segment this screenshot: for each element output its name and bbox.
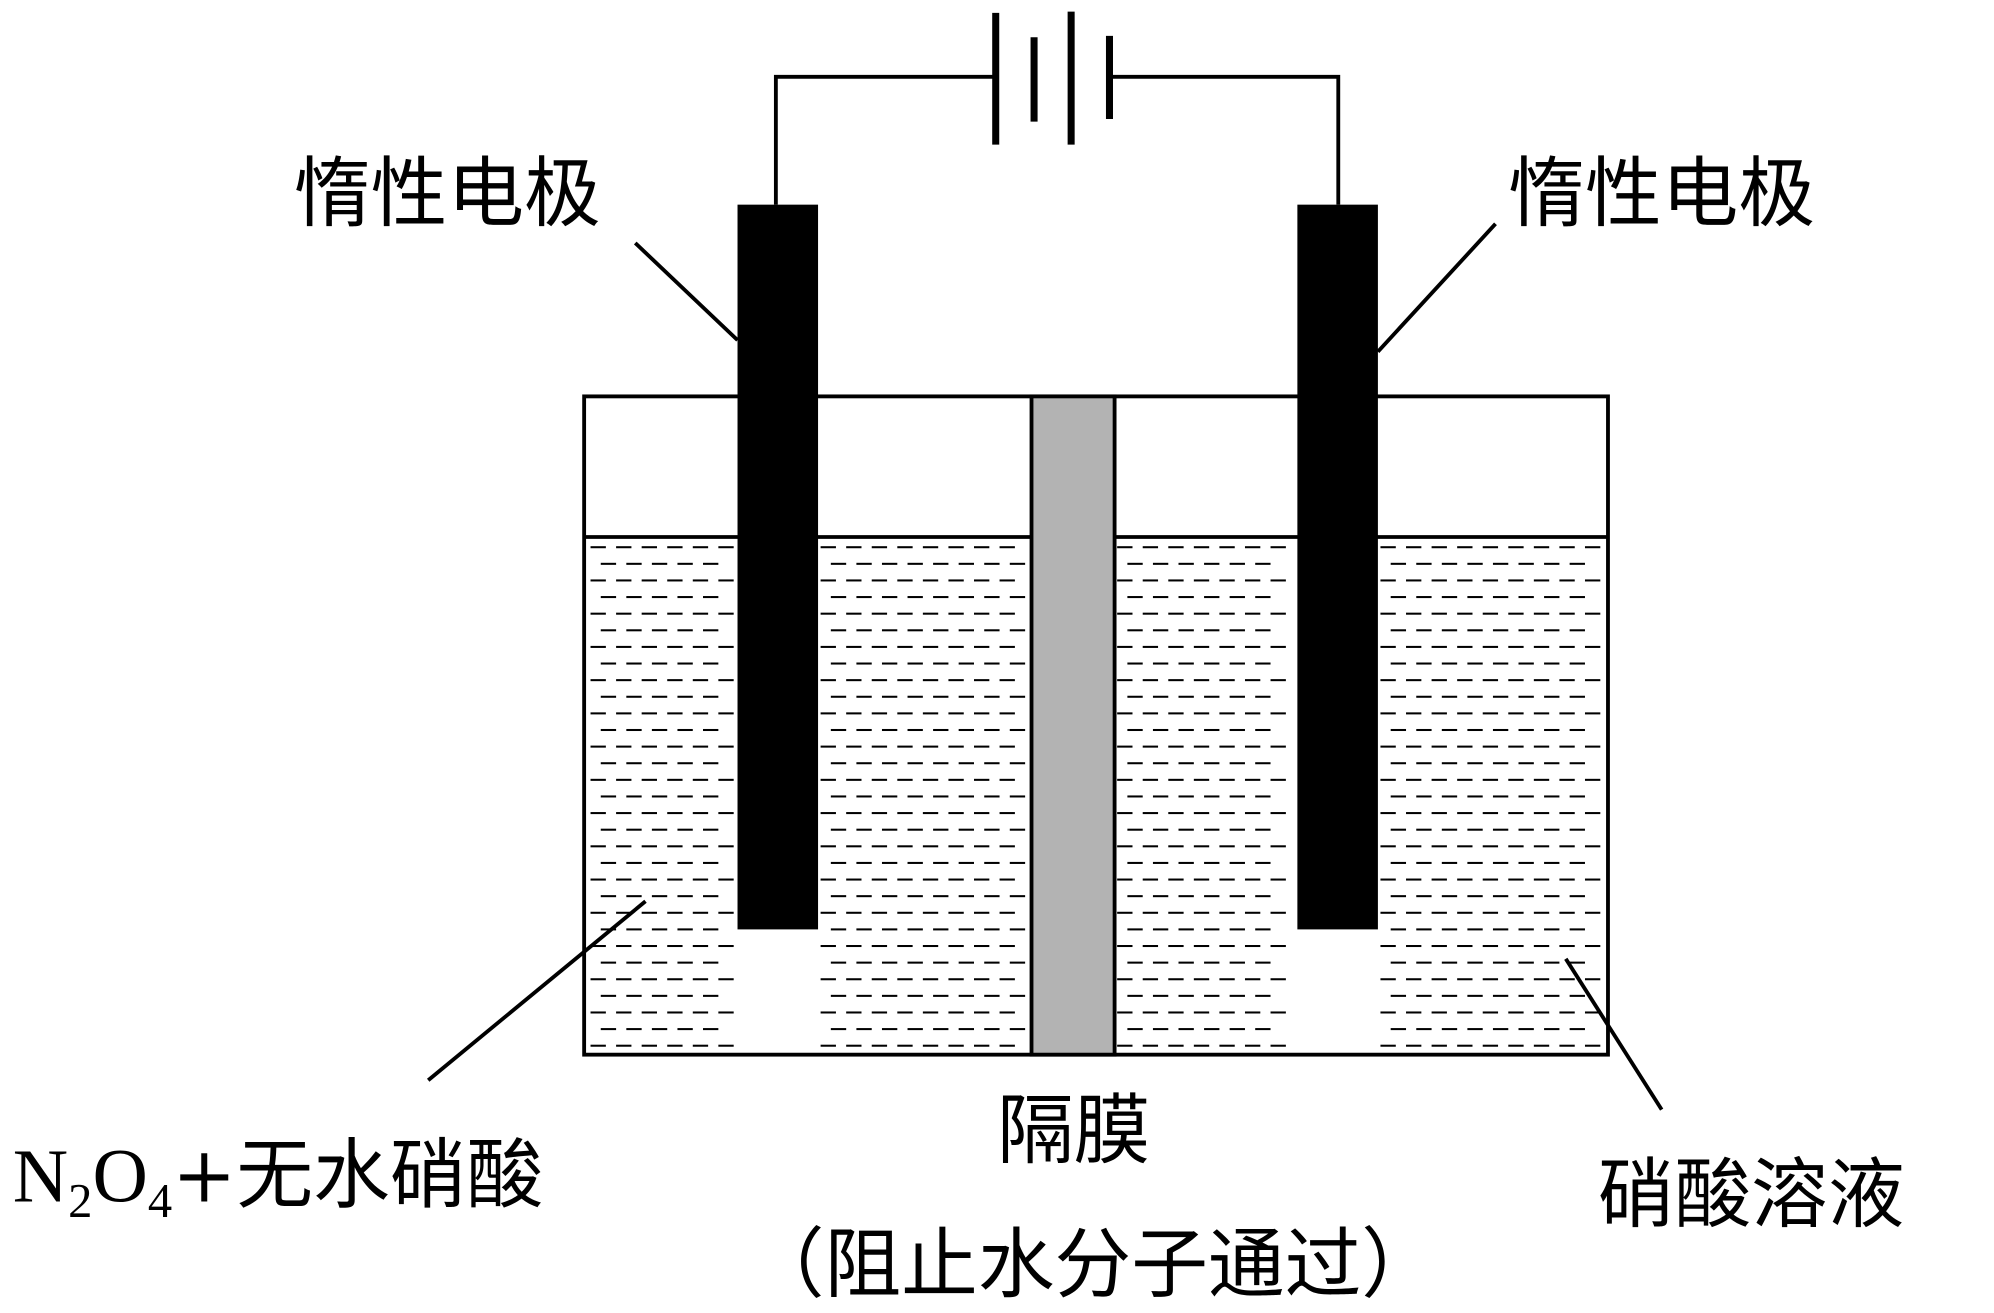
right-electrode-leader	[1376, 222, 1497, 353]
solution-fill	[590, 546, 1601, 1047]
right-electrode-label: 惰性电极	[1508, 150, 1815, 239]
membrane	[1029, 394, 1117, 1057]
battery-icon	[992, 11, 1113, 145]
membrane-label: 隔膜	[997, 1087, 1150, 1176]
right-solution-leader	[1564, 957, 1664, 1111]
left-electrode-leader	[633, 241, 739, 342]
left-electrode-label: 惰性电极	[294, 150, 601, 239]
left-solution-label: N2O4+无水硝酸	[13, 1132, 543, 1228]
right-electrode	[1297, 204, 1378, 930]
right-solution-label: 硝酸溶液	[1598, 1151, 1905, 1240]
left-solution-leader	[426, 899, 647, 1082]
membrane-note: （阻止水分子通过）	[748, 1221, 1438, 1310]
left-electrode	[737, 204, 819, 930]
circuit-wire	[773, 74, 1341, 205]
